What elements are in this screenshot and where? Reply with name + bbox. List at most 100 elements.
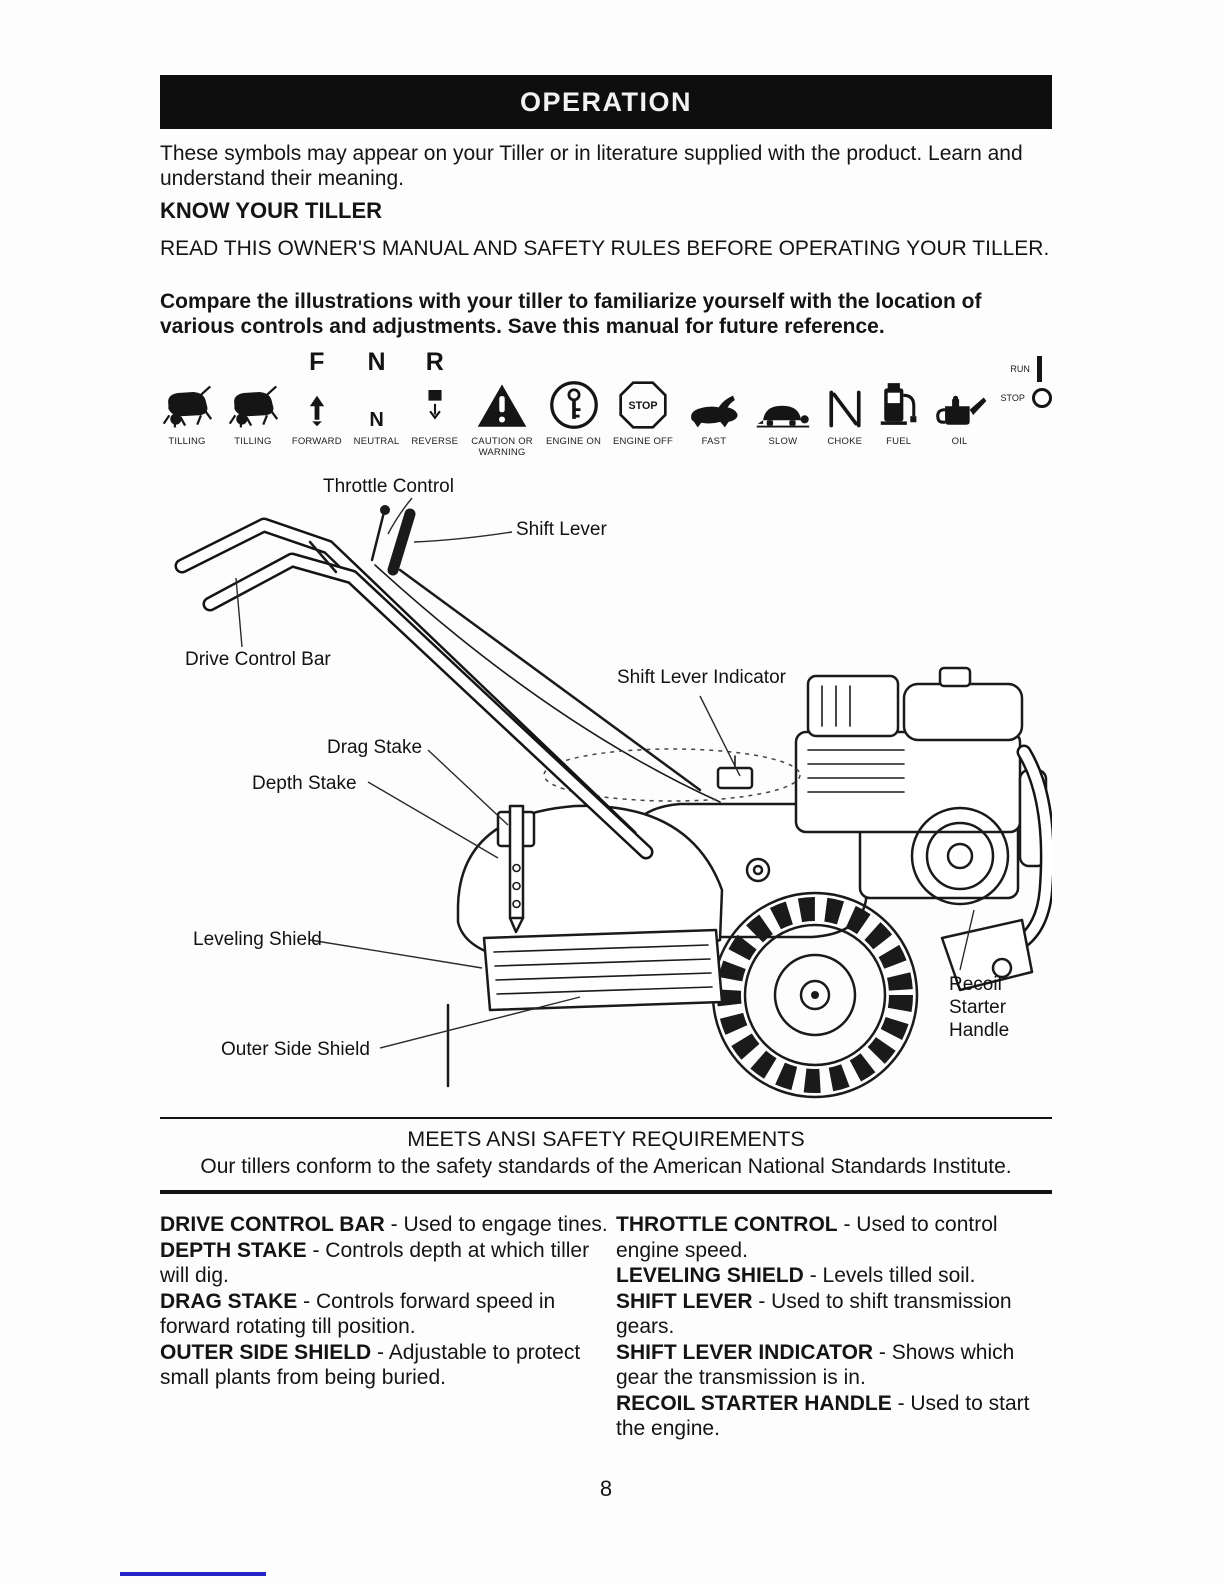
turtle-icon [756, 405, 810, 428]
symbol-label: TILLING [168, 436, 206, 447]
divider-rule-top [160, 1117, 1052, 1119]
glossary: DRIVE CONTROL BAR - Used to engage tines… [160, 1212, 1052, 1442]
recoil-starter [910, 806, 1010, 906]
gear-letter-r: R [425, 348, 444, 376]
glossary-entry: THROTTLE CONTROL - Used to control engin… [616, 1212, 1052, 1263]
label-drag-stake: Drag Stake [327, 737, 423, 758]
glossary-definition: - Controls forward speed in forward rota… [160, 1289, 556, 1339]
symbol-forward: F FORWARD [291, 348, 342, 448]
know-your-tiller-heading: KNOW YOUR TILLER [160, 198, 383, 223]
tilling-icon [162, 385, 213, 428]
glossary-entry: DRAG STAKE - Controls forward speed in f… [160, 1289, 616, 1340]
glossary-term: DRIVE CONTROL BAR [160, 1213, 385, 1236]
symbol-fuel: FUEL [879, 350, 919, 447]
glossary-definition: - Controls depth at which tiller will di… [160, 1238, 590, 1288]
glossary-entry: RECOIL STARTER HANDLE - Used to start th… [616, 1391, 1052, 1442]
throttle-lever [370, 505, 390, 562]
tiller-diagram: Throttle Control Shift Lever Drive Contr… [160, 470, 1052, 1118]
depth-stake-part [496, 804, 536, 934]
section-title: OPERATION [519, 86, 692, 117]
symbol-label: SLOW [768, 436, 798, 447]
symbol-fast: FAST [685, 350, 743, 447]
symbol-engine-on: ENGINE ON [546, 350, 601, 447]
tilling-icon [228, 385, 279, 428]
oil-can-icon [935, 395, 986, 425]
label-throttle-control: Throttle Control [323, 476, 454, 497]
gear-letter-f: F [309, 348, 325, 376]
glossary-entry: DRIVE CONTROL BAR - Used to engage tines… [160, 1212, 616, 1238]
glossary-definition: - Used to engage tines. [384, 1213, 608, 1236]
symbol-choke: CHOKE [823, 350, 867, 447]
symbol-label: CAUTION OR WARNING [471, 436, 533, 458]
engine [794, 666, 1052, 958]
glossary-term: LEVELING SHIELD [616, 1264, 804, 1287]
stop-label: STOP [1000, 393, 1025, 403]
label-recoil-starter-handle: Recoil Starter Handle [949, 974, 1010, 1041]
read-manual-paragraph: READ THIS OWNER'S MANUAL AND SAFETY RULE… [160, 237, 1050, 260]
label-leveling-shield: Leveling Shield [193, 929, 322, 950]
compare-paragraph: Compare the illustrations with your till… [160, 290, 982, 338]
glossary-entry: OUTER SIDE SHIELD - Adjustable to protec… [160, 1340, 616, 1391]
symbol-label: FAST [701, 436, 727, 447]
glossary-definition: - Shows which gear the transmission is i… [616, 1340, 1015, 1390]
label-drive-control-bar: Drive Control Bar [185, 649, 331, 670]
symbol-oil: OIL [931, 350, 989, 447]
glossary-term: THROTTLE CONTROL [616, 1213, 838, 1236]
symbol-label: FORWARD [291, 436, 342, 447]
glossary-definition: - Used to start the engine. [616, 1391, 1030, 1441]
glossary-term: OUTER SIDE SHIELD [160, 1340, 372, 1364]
stop-position-icon [1031, 388, 1052, 408]
caution-triangle-icon [477, 384, 527, 427]
page-number: 8 [599, 1476, 613, 1501]
neutral-position-icon: N [369, 409, 384, 431]
symbol-engine-off: STOP ENGINE OFF [613, 350, 673, 447]
choke-icon [829, 390, 861, 428]
divider-rule-bottom [160, 1190, 1052, 1194]
shift-lever-part [387, 508, 416, 576]
glossary-term: SHIFT LEVER [616, 1289, 753, 1313]
stop-sign-text: STOP [629, 400, 658, 412]
engine-on-icon [549, 381, 598, 429]
shift-indicator-part [716, 755, 754, 790]
symbol-neutral: N N NEUTRAL [353, 348, 400, 448]
stop-octagon-icon: STOP [619, 381, 667, 429]
fuel-cap [938, 666, 972, 688]
indicator-highlight-ellipse [543, 748, 801, 802]
footer-link-underline[interactable] [120, 1572, 266, 1576]
symbol-label: FUEL [886, 436, 912, 447]
leveling-shield-part [446, 928, 724, 1088]
tiller-line-art [174, 497, 1052, 1099]
section-header-bar: OPERATION [160, 75, 1052, 129]
glossary-definition: - Levels tilled soil. [803, 1264, 976, 1287]
label-shift-lever-indicator: Shift Lever Indicator [617, 667, 786, 688]
air-cleaner [806, 674, 900, 738]
symbol-caution: CAUTION OR WARNING [470, 350, 534, 458]
symbol-legend-row: TILLING TILLING F [160, 350, 1052, 468]
glossary-entry: SHIFT LEVER - Used to shift transmission… [616, 1289, 1052, 1340]
intro-paragraph: These symbols may appear on your Tiller … [160, 142, 1023, 190]
glossary-term: RECOIL STARTER HANDLE [616, 1391, 892, 1415]
forward-arrow-icon [309, 395, 324, 427]
glossary-left-column: DRIVE CONTROL BAR - Used to engage tines… [160, 1212, 616, 1442]
glossary-entry: SHIFT LEVER INDICATOR - Shows which gear… [616, 1340, 1052, 1391]
glossary-right-column: THROTTLE CONTROL - Used to control engin… [616, 1212, 1052, 1442]
glossary-term: DEPTH STAKE [160, 1238, 307, 1262]
gear-letter-n: N [367, 348, 386, 376]
shift-rod [398, 568, 702, 792]
symbol-reverse: R REVERSE [411, 348, 458, 448]
symbol-label: TILLING [234, 436, 272, 447]
ansi-title: MEETS ANSI SAFETY REQUIREMENTS [407, 1127, 805, 1151]
glossary-entry: DEPTH STAKE - Controls depth at which ti… [160, 1238, 616, 1289]
callout-lines [235, 497, 975, 1049]
glossary-definition: - Used to shift transmission gears. [616, 1289, 1012, 1339]
symbol-tilling-1: TILLING [160, 350, 214, 447]
symbol-label: OIL [951, 436, 968, 447]
run-label: RUN [1010, 364, 1030, 374]
symbol-label: NEUTRAL [353, 436, 400, 447]
symbol-tilling-2: TILLING [226, 350, 280, 447]
fuel-tank [902, 682, 1024, 742]
symbol-slow: SLOW [755, 350, 811, 447]
symbol-label: CHOKE [827, 436, 863, 447]
ansi-body: Our tillers conform to the safety standa… [200, 1155, 1012, 1178]
